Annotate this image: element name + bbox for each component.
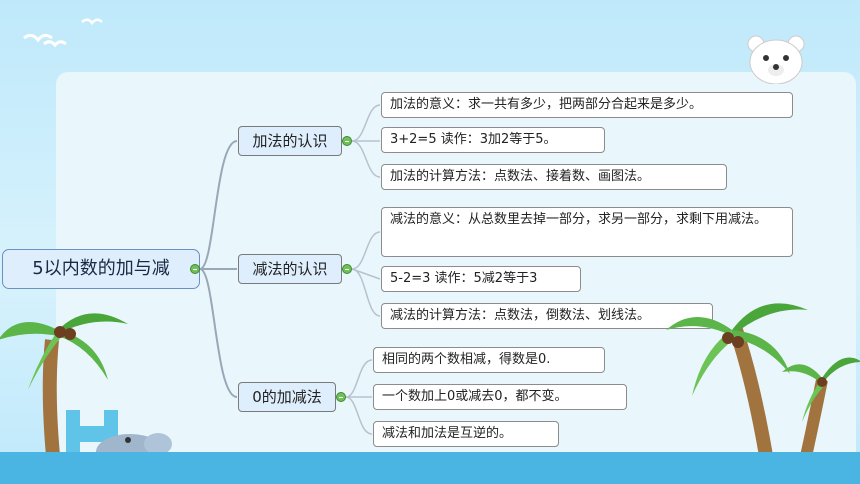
subtraction-reading[interactable]: 5-2=3 读作：5减2等于3 (381, 266, 581, 292)
polar-bear-icon (747, 35, 805, 84)
addition-methods[interactable]: 加法的计算方法：点数法、接着数、画图法。 (381, 164, 727, 190)
collapse-toggle-icon[interactable] (342, 264, 352, 274)
subtraction-methods[interactable]: 减法的计算方法：点数法，倒数法、划线法。 (381, 303, 713, 329)
addition-meaning[interactable]: 加法的意义：求一共有多少，把两部分合起来是多少。 (381, 92, 793, 118)
branch-zero[interactable]: 0的加减法 (238, 382, 336, 412)
zero-rule-3[interactable]: 减法和加法是互逆的。 (373, 421, 559, 447)
seagull-icon (43, 40, 67, 48)
seagull-icon (81, 18, 103, 26)
branch-subtraction[interactable]: 减法的认识 (238, 254, 342, 284)
subtraction-meaning[interactable]: 减法的意义：从总数里去掉一部分，求另一部分，求剩下用减法。 (381, 207, 793, 257)
zero-rule-1[interactable]: 相同的两个数相减，得数是0. (373, 347, 605, 373)
branch-addition[interactable]: 加法的认识 (238, 126, 342, 156)
addition-reading[interactable]: 3+2=5 读作：3加2等于5。 (381, 127, 605, 153)
collapse-toggle-icon[interactable] (336, 392, 346, 402)
zero-rule-2[interactable]: 一个数加上0或减去0，都不变。 (373, 384, 627, 410)
seagull-icon (23, 33, 53, 43)
collapse-toggle-icon[interactable] (342, 136, 352, 146)
collapse-toggle-icon[interactable] (190, 264, 200, 274)
root-topic[interactable]: 5以内数的加与减 (2, 249, 200, 289)
sea-water (0, 452, 860, 484)
